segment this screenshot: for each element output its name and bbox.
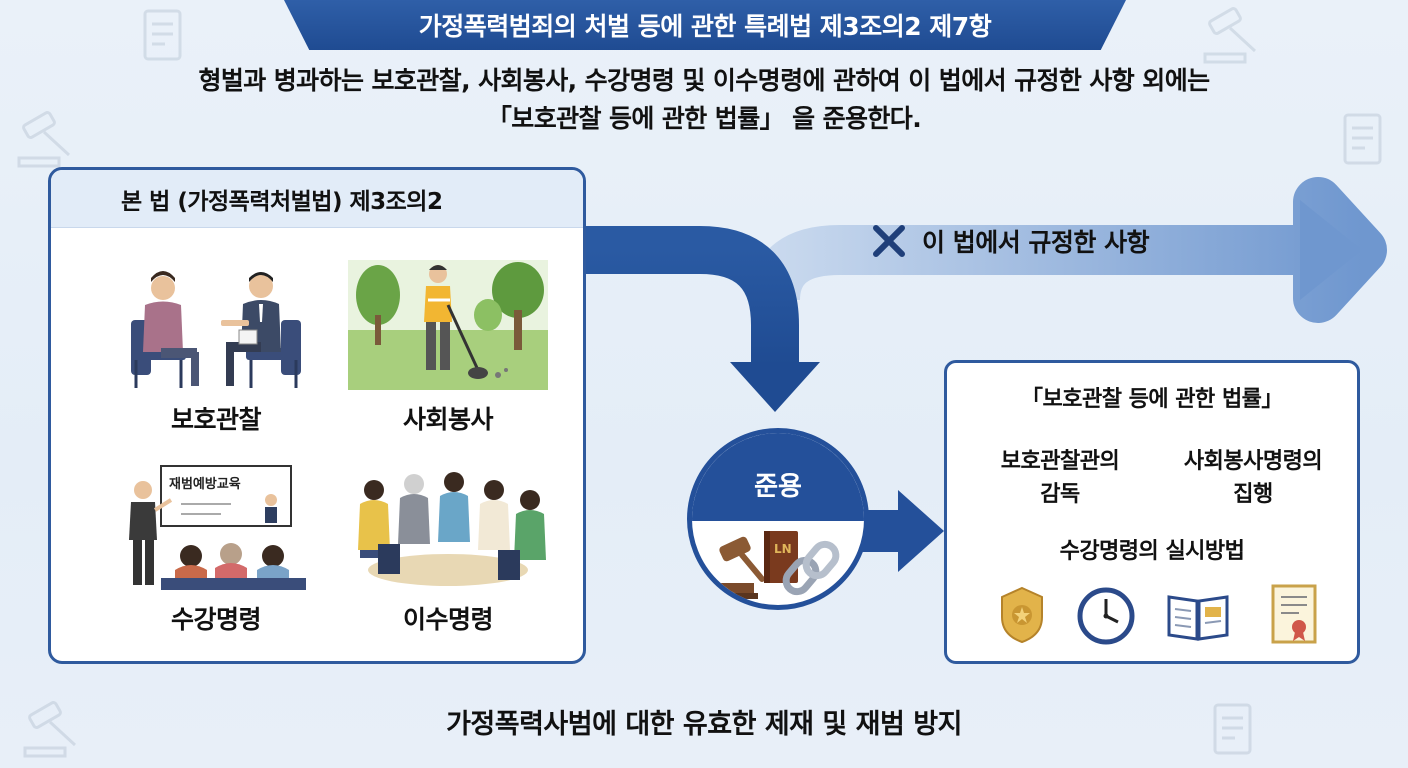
group-therapy-illustration-icon — [358, 472, 546, 586]
community-service-execution-line-1: 사회봉사명령의 — [1183, 449, 1323, 474]
right-panel-title: 「보호관찰 등에 관한 법률」 — [1021, 387, 1283, 412]
x-mark-icon — [873, 225, 905, 257]
probation-officer-supervision: 보호관찰관의 감독 — [965, 445, 1155, 511]
article-text-line-2: 「보호관찰 등에 관한 법률」 을 준용한다. — [486, 104, 922, 133]
background-document-icon — [1343, 113, 1382, 165]
community-service-label: 사회봉사 — [402, 405, 494, 434]
background-gavel-icon — [1203, 7, 1257, 64]
completion-order-label: 이수명령 — [402, 605, 494, 634]
excluded-matters: 이 법에서 규정한 사항 — [870, 222, 1150, 260]
board-text: 재범예방교육 — [169, 476, 241, 492]
probation-act-panel: 「보호관찰 등에 관한 법률」 보호관찰관의 감독 사회봉사명령의 집행 수강명… — [944, 360, 1360, 664]
certificate-icon — [1271, 584, 1317, 644]
open-book-icon — [1167, 595, 1229, 641]
purpose-statement: 가정폭력사범에 대한 유효한 제재 및 재범 방지 — [446, 709, 962, 740]
badge-icon — [1001, 586, 1043, 644]
domestic-violence-act-panel: 본 법 (가정폭력처벌법) 제3조의2 — [48, 167, 586, 664]
page-title: 가정폭력범죄의 처벌 등에 관한 특례법 제3조의2 제7항 — [284, 0, 1126, 50]
law-gavel-chain-icon: LN — [710, 531, 840, 599]
excluded-arrow-head — [1300, 200, 1362, 300]
background-gavel-icon — [23, 701, 77, 758]
apply-arrow-head — [898, 490, 944, 572]
probation-officer-supervision-line-2: 감독 — [1040, 482, 1080, 507]
background-document-icon — [1213, 703, 1252, 755]
community-service-execution: 사회봉사명령의 집행 — [1155, 445, 1351, 511]
classroom-illustration-icon: 재범예방교육 — [129, 465, 306, 590]
probation-officer-supervision-line-1: 보호관찰관의 — [1000, 449, 1120, 474]
apply-mutatis-mutandis-node: 준용 LN — [687, 428, 869, 610]
left-panel-heading: 본 법 (가정폭력처벌법) 제3조의2 — [51, 170, 583, 228]
completion-order-item: 이수명령 — [333, 460, 563, 636]
article-text: 형벌과 병과하는 보호관찰, 사회봉사, 수강명령 및 이수명령에 관하여 이 … — [40, 62, 1368, 138]
lecture-order-method: 수강명령의 실시방법 — [1059, 539, 1245, 564]
probation-label: 보호관찰 — [170, 405, 262, 434]
park-cleanup-illustration-icon — [348, 260, 548, 390]
background-gavel-icon — [17, 111, 71, 168]
probation-item: 보호관찰 — [101, 260, 331, 436]
lecture-order-label: 수강명령 — [170, 605, 262, 634]
clock-icon — [1077, 587, 1135, 645]
community-service-execution-line-2: 집행 — [1233, 482, 1273, 507]
book-text: LN — [774, 542, 792, 556]
background-document-icon — [143, 9, 182, 61]
main-flow-arrow — [586, 226, 799, 365]
lecture-order-item: 재범예방교육 수강명령 — [101, 460, 331, 636]
counseling-illustration-icon — [131, 271, 301, 388]
main-flow-arrow-head — [730, 362, 820, 412]
excluded-matters-label: 이 법에서 규정한 사항 — [922, 228, 1150, 257]
article-text-line-1: 형벌과 병과하는 보호관찰, 사회봉사, 수강명령 및 이수명령에 관하여 이 … — [198, 66, 1210, 95]
community-service-item: 사회봉사 — [333, 260, 563, 436]
